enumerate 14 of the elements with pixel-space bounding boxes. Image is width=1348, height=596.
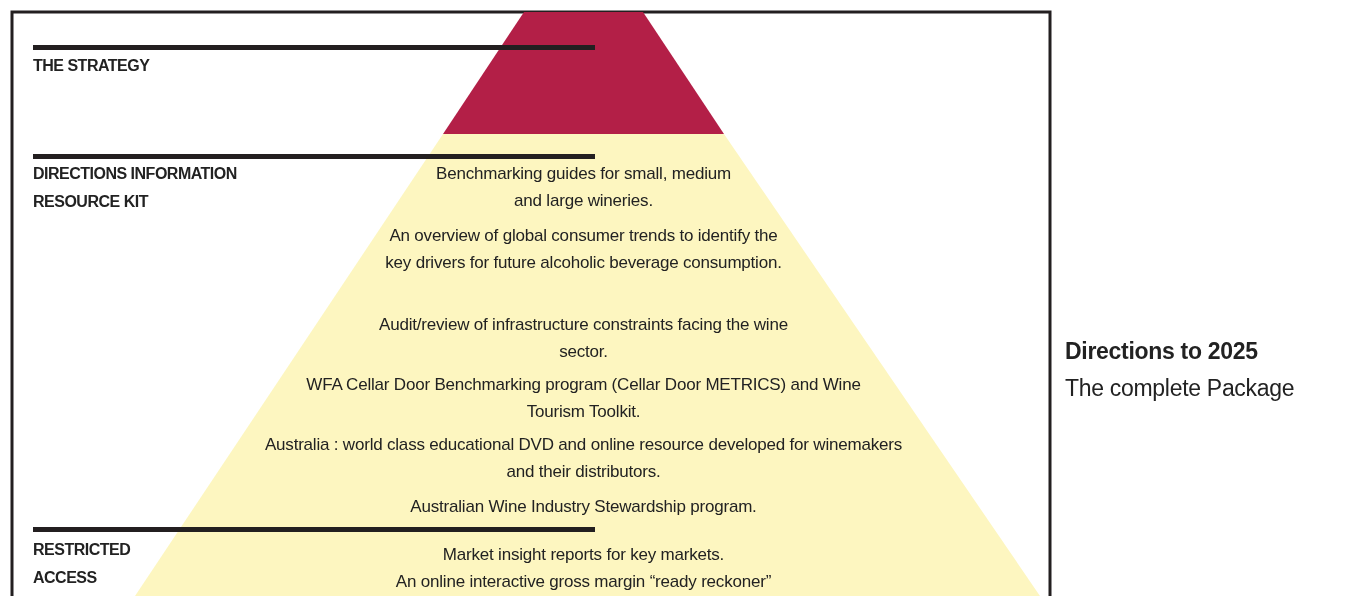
side-title: Directions to 2025: [1065, 337, 1259, 366]
item-text: Market insight reports for key markets.: [441, 544, 726, 566]
item-text: Australian Wine Industry Stewardship program.: [409, 496, 758, 518]
item-text: An online interactive gross margin “ready reckoner”: [394, 571, 773, 593]
item-text: Audit/review of infrastructure constraints facing the wine sector.: [378, 314, 789, 363]
section-heading: THE STRATEGY: [33, 56, 151, 76]
side-subtitle: The complete Package: [1065, 374, 1296, 403]
item-text: WFA Cellar Door Benchmarking program (Cellar Door METRICS) and Wine Tourism Toolkit.: [305, 374, 862, 423]
pyramid-top-tier: [443, 12, 724, 134]
item-text: Benchmarking guides for small, medium and large wineries.: [435, 163, 732, 212]
item-text: Australia : world class educational DVD and online resource developed for winemakers and their distributors.: [263, 434, 904, 483]
section-heading: RESTRICTED ACCESS: [33, 540, 132, 588]
section-heading: DIRECTIONS INFORMATION RESOURCE KIT: [33, 164, 238, 212]
item-text: An overview of global consumer trends to identify the key drivers for future alcoholic beverage consumption.: [384, 225, 783, 274]
